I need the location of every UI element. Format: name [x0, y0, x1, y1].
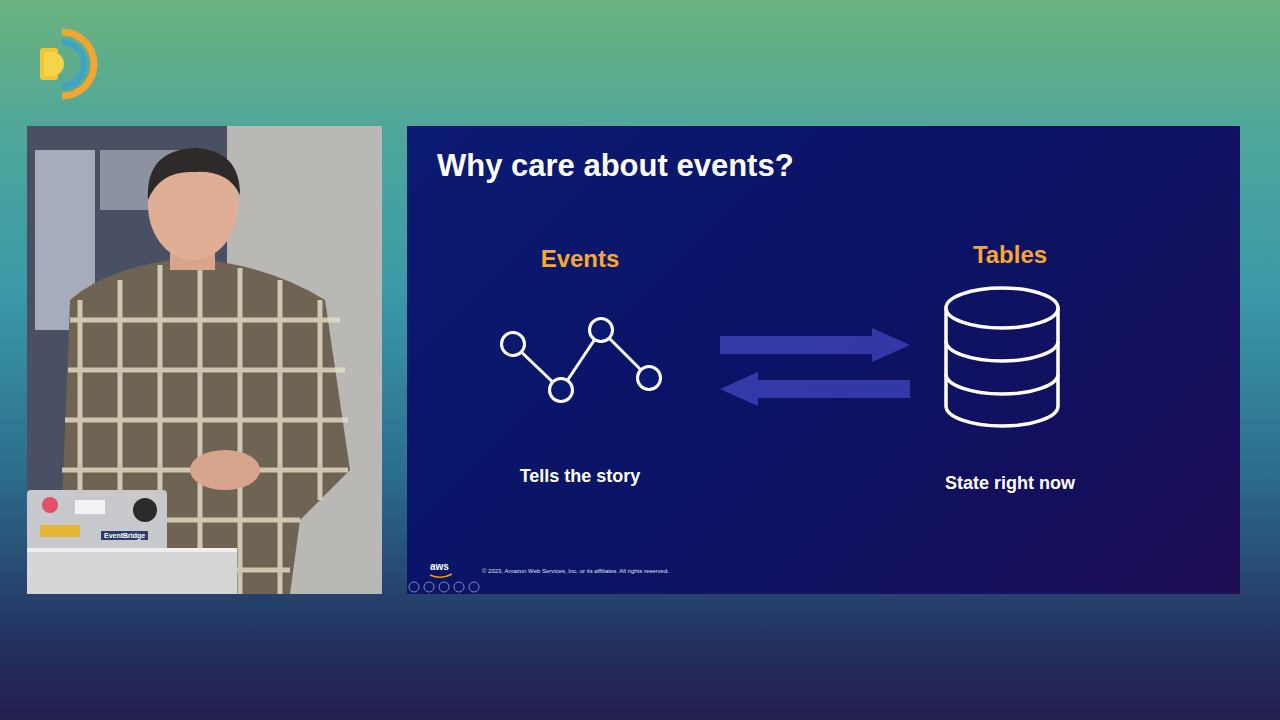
aws-logo-text: aws — [430, 561, 449, 572]
aws-smile — [430, 574, 452, 577]
database-icon — [940, 282, 1064, 432]
events-group: EventsTells the story — [462, 244, 698, 494]
laptop-sticker: EventBridge — [101, 531, 148, 540]
tables-group: TablesState right now — [910, 240, 1110, 502]
event-timeline-icon — [484, 310, 674, 410]
group-heading: Tables — [910, 240, 1110, 270]
flow-arrow — [720, 328, 910, 362]
slide-controls — [409, 582, 479, 592]
group-heading: Events — [462, 244, 698, 274]
group-caption: Tells the story — [462, 465, 698, 487]
group-caption: State right now — [910, 472, 1110, 494]
flow-arrow — [720, 372, 910, 406]
slide-title: Why care about events? — [437, 148, 794, 184]
speaker-video — [27, 126, 382, 594]
copyright-note: © 2023, Amazon Web Services, Inc. or its… — [482, 568, 669, 574]
channel-logo — [40, 32, 94, 96]
slide-background — [407, 126, 1240, 594]
